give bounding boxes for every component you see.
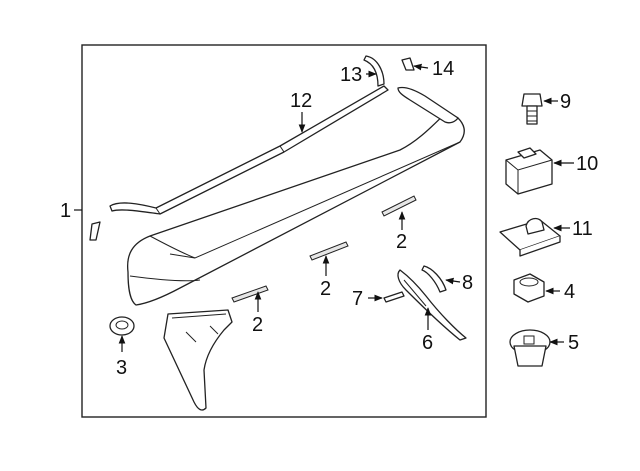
pad-seven [383,291,405,303]
clip-eight [421,265,447,293]
callout-10: 10 [576,153,598,175]
callout-13: 13 [340,64,362,86]
callout-2-b: 2 [320,278,331,300]
bolt [521,93,543,125]
spoiler-body [126,86,465,306]
assembly-frame [81,44,487,418]
left-bracket [163,309,233,411]
callout-labels: 1 2 2 2 2 3 4 5 6 7 8 9 10 11 12 13 14 [60,58,598,379]
callout-6: 6 [422,332,433,354]
callout-1: 1 [60,200,71,222]
callout-9: 9 [560,91,571,113]
flange-nut [513,273,545,303]
grommet [509,329,551,367]
callout-7: 7 [352,288,363,310]
callout-3: 3 [116,357,127,379]
callout-5: 5 [568,332,579,354]
callout-12: 12 [290,90,312,112]
small-clip [401,57,415,71]
right-bracket [397,269,467,341]
clip-nut [505,147,553,195]
washer [109,316,135,336]
left-insert [89,221,101,241]
callout-2-a: 2 [396,231,407,253]
callout-11: 11 [572,218,593,240]
callout-8: 8 [462,272,473,294]
molding-strip [109,85,389,215]
callout-4: 4 [564,281,575,303]
retainer [499,217,561,257]
callout-2-c: 2 [252,314,263,336]
end-clip [363,55,385,87]
leader-lines [74,63,574,352]
callout-14: 14 [432,58,454,80]
